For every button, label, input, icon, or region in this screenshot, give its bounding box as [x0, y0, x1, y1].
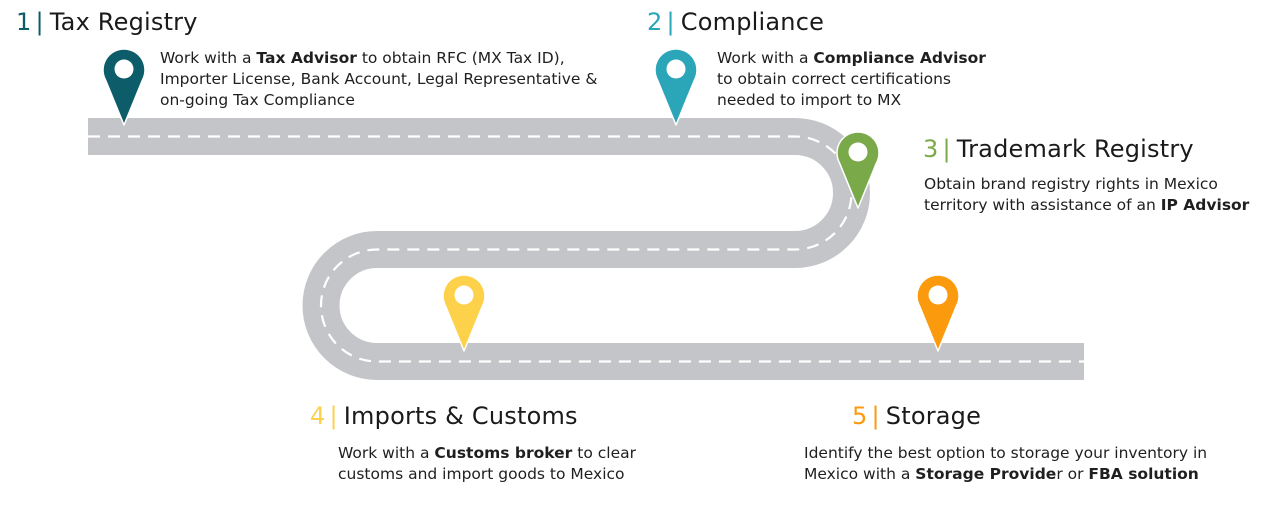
step-4-separator: |: [329, 402, 338, 430]
description-text: Work with a: [338, 444, 435, 462]
description-text: needed to import to MX: [717, 91, 902, 109]
step-1-title-text: Tax Registry: [49, 8, 198, 36]
step-4-map-pin-icon: [442, 274, 486, 352]
description-text: Work with a: [160, 49, 257, 67]
step-1-number: 1: [16, 8, 32, 36]
step-5-title-text: Storage: [885, 402, 982, 430]
description-text: Importer License, Bank Account, Legal Re…: [160, 70, 598, 88]
step-2-map-pin-icon: [654, 48, 698, 126]
step-2-title: 2|Compliance: [647, 7, 824, 37]
highlight-term: Tax Advisor: [256, 49, 357, 67]
step-2-description: Work with a Compliance Advisor to obtain …: [717, 48, 986, 111]
step-4-description: Work with a Customs broker to clear custo…: [338, 443, 636, 485]
description-text: r or: [1056, 465, 1089, 483]
step-3-separator: |: [942, 135, 951, 163]
step-4-title-text: Imports & Customs: [343, 402, 578, 430]
description-text: to obtain correct certifications: [717, 70, 952, 88]
step-2-number: 2: [647, 8, 663, 36]
step-5-map-pin-icon: [916, 274, 960, 352]
description-text: Work with a: [717, 49, 814, 67]
step-1-title: 1|Tax Registry: [16, 7, 198, 37]
description-text: on-going Tax Compliance: [160, 91, 355, 109]
description-text: Mexico with a: [804, 465, 916, 483]
highlight-term: IP Advisor: [1160, 196, 1250, 214]
description-text: territory with assistance of an: [924, 196, 1161, 214]
step-1-description: Work with a Tax Advisor to obtain RFC (M…: [160, 48, 597, 111]
highlight-term: Compliance Advisor: [813, 49, 986, 67]
step-5-title: 5|Storage: [852, 401, 981, 431]
description-text: customs and import goods to Mexico: [338, 465, 625, 483]
step-5-separator: |: [871, 402, 880, 430]
step-2-separator: |: [666, 8, 675, 36]
highlight-term: Storage Provide: [915, 465, 1057, 483]
step-5-description: Identify the best option to storage your…: [804, 443, 1207, 485]
step-3-description: Obtain brand registry rights in Mexico te…: [924, 174, 1249, 216]
step-3-title-text: Trademark Registry: [956, 135, 1194, 163]
highlight-term: FBA solution: [1088, 465, 1199, 483]
highlight-term: Customs broker: [434, 444, 573, 462]
description-text: Obtain brand registry rights in Mexico: [924, 175, 1218, 193]
description-text: Identify the best option to storage your…: [804, 444, 1208, 462]
step-4-number: 4: [310, 402, 326, 430]
step-3-map-pin-icon: [836, 131, 880, 209]
step-1-map-pin-icon: [102, 48, 146, 126]
step-4-title: 4|Imports & Customs: [310, 401, 578, 431]
step-3-title: 3|Trademark Registry: [923, 134, 1194, 164]
description-text: to obtain RFC (MX Tax ID),: [356, 49, 565, 67]
description-text: to clear: [572, 444, 636, 462]
step-5-number: 5: [852, 402, 868, 430]
step-2-title-text: Compliance: [680, 8, 825, 36]
step-3-number: 3: [923, 135, 939, 163]
step-1-separator: |: [35, 8, 44, 36]
